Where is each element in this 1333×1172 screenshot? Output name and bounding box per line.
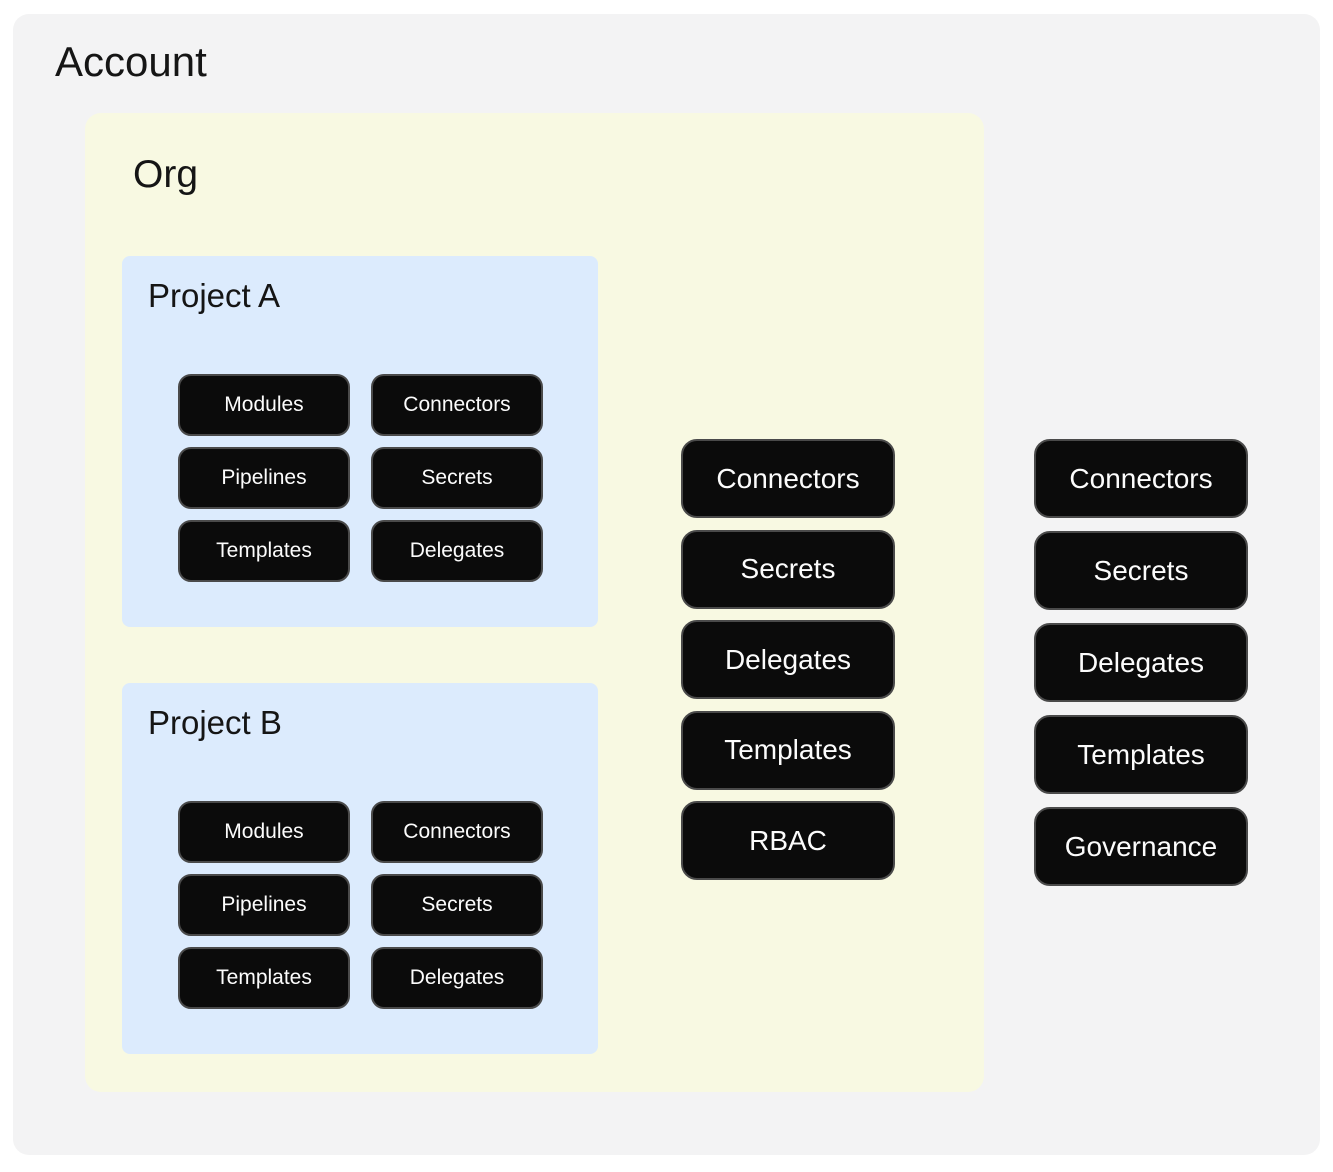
org-resource-column: Connectors Secrets Delegates Templates R…: [681, 439, 895, 880]
project-b-title: Project B: [148, 704, 282, 741]
project-a-pill-connectors: Connectors: [371, 374, 543, 436]
org-pill-delegates: Delegates: [681, 620, 895, 699]
account-pill-governance: Governance: [1034, 807, 1248, 886]
project-a-pill-pipelines: Pipelines: [178, 447, 350, 509]
project-b-pill-pipelines: Pipelines: [178, 874, 350, 936]
project-b-pill-connectors: Connectors: [371, 801, 543, 863]
project-b-pill-modules: Modules: [178, 801, 350, 863]
project-a-pill-secrets: Secrets: [371, 447, 543, 509]
account-pill-templates: Templates: [1034, 715, 1248, 794]
project-a-container: Project A Modules Connectors Pipelines S…: [122, 256, 598, 627]
org-pill-rbac: RBAC: [681, 801, 895, 880]
org-pill-secrets: Secrets: [681, 529, 895, 609]
account-pill-connectors: Connectors: [1034, 439, 1248, 518]
account-pill-secrets: Secrets: [1034, 531, 1248, 610]
project-b-pill-templates: Templates: [178, 947, 350, 1009]
account-pill-delegates: Delegates: [1034, 623, 1248, 702]
project-b-resource-grid: Modules Connectors Pipelines Secrets Tem…: [178, 801, 543, 1009]
project-a-resource-grid: Modules Connectors Pipelines Secrets Tem…: [178, 374, 543, 582]
org-pill-templates: Templates: [681, 710, 895, 790]
project-b-container: Project B Modules Connectors Pipelines S…: [122, 683, 598, 1054]
org-pill-connectors: Connectors: [681, 439, 895, 518]
account-container: Account Org Project A Modules Connectors…: [13, 14, 1320, 1155]
project-b-pill-delegates: Delegates: [371, 947, 543, 1009]
project-a-pill-templates: Templates: [178, 520, 350, 582]
account-title: Account: [55, 38, 207, 85]
org-title: Org: [133, 153, 199, 196]
project-b-pill-secrets: Secrets: [371, 874, 543, 936]
project-a-pill-delegates: Delegates: [371, 520, 543, 582]
account-resource-column: Connectors Secrets Delegates Templates G…: [1034, 439, 1248, 886]
project-a-pill-modules: Modules: [178, 374, 350, 436]
org-container: Org Project A Modules Connectors Pipelin…: [85, 113, 984, 1092]
project-a-title: Project A: [148, 277, 281, 314]
